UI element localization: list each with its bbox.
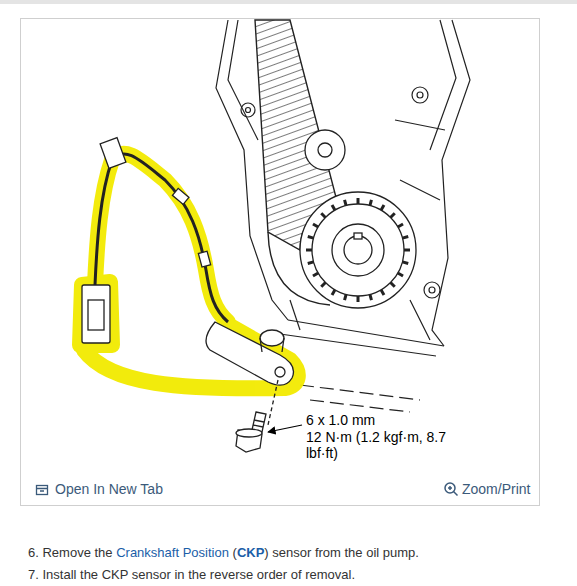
figure-frame	[21, 19, 540, 506]
drawing-stroke	[80, 282, 112, 345]
drawing-stroke	[198, 251, 210, 267]
drawing-stroke	[288, 320, 444, 346]
crank-sprocket	[300, 192, 416, 308]
drawing-stroke	[448, 486, 458, 496]
drawing-stroke	[241, 103, 255, 117]
drawing-stroke	[260, 330, 284, 346]
drawing-stroke	[308, 262, 314, 264]
drawing-stroke	[275, 367, 285, 377]
drawing-stroke	[321, 283, 325, 287]
drawing-stroke	[424, 282, 440, 298]
drawing-stroke	[260, 338, 284, 352]
link-text: CKP	[237, 545, 264, 560]
drawing-stroke	[305, 130, 345, 170]
drawing-stroke	[313, 224, 318, 227]
drawing-stroke	[354, 233, 362, 239]
link-text: Open In New Tab	[55, 481, 163, 497]
drawing-stroke	[332, 224, 384, 276]
drawing-stroke	[429, 287, 435, 293]
open-tab-icon	[37, 486, 48, 495]
drawing-stroke	[345, 294, 347, 300]
drawing-stroke	[253, 420, 264, 427]
drawing-stroke	[37, 486, 48, 495]
drawing-stroke	[306, 198, 410, 302]
drawing-stroke	[246, 108, 251, 113]
drawing-stroke	[404, 249, 410, 252]
drawing-stroke	[432, 20, 470, 346]
drawing-stroke	[430, 20, 456, 150]
drawing-stroke	[308, 237, 314, 239]
drawing-stroke	[300, 385, 420, 412]
drawing-stroke	[412, 87, 428, 103]
torque-spec: 12 N·m (1.2 kgf·m, 8.7 lbf·ft)	[306, 429, 456, 461]
drawing-stroke	[100, 138, 126, 169]
ckp-sensor	[82, 138, 294, 385]
step-text: ) sensor from the oil pump.	[264, 545, 419, 560]
drawing-stroke	[280, 334, 436, 356]
drawing-stroke	[370, 200, 372, 206]
step-text: 6. Remove the	[28, 545, 113, 560]
drawing-stroke	[381, 290, 384, 295]
drawing-stroke	[391, 213, 395, 217]
top-bar	[0, 0, 577, 4]
bolt	[236, 380, 278, 452]
step-text: (	[233, 545, 237, 560]
link-text: Zoom/Print	[462, 481, 530, 497]
step-line: 6. Remove theCrankshaft Position (CKP) se…	[28, 545, 419, 560]
drawing-stroke	[88, 300, 104, 330]
sensor-highlight	[80, 154, 298, 388]
step-text: 7. Install the CKP sensor in the reverse…	[28, 567, 355, 582]
leader-line	[268, 425, 302, 432]
drawing-stroke	[381, 205, 384, 210]
drawing-stroke	[95, 154, 228, 322]
drawing-stroke	[345, 200, 347, 206]
bolt-size: 6 x 1.0 mm	[306, 412, 375, 428]
drawing-stroke	[357, 198, 360, 204]
drawing-stroke	[228, 20, 258, 140]
link-text: Crankshaft Position	[116, 545, 229, 560]
drawing-stroke	[312, 204, 404, 296]
drawing-stroke	[321, 213, 325, 217]
drawing-stroke	[417, 92, 423, 98]
drawing-stroke	[268, 380, 278, 425]
drawing-stroke	[398, 273, 403, 276]
drawing-stroke	[332, 290, 335, 295]
drawing-stroke	[290, 300, 300, 330]
idler-pulley	[305, 130, 345, 170]
step-line: 7. Install the CKP sensor in the reverse…	[28, 567, 355, 582]
drawing-stroke	[236, 429, 262, 437]
drawing-stroke	[370, 294, 372, 300]
drawing-stroke	[344, 236, 372, 264]
drawing-stroke	[306, 249, 312, 252]
drawing-stroke	[391, 283, 395, 287]
drawing-stroke	[357, 296, 360, 302]
drawing-stroke	[398, 224, 403, 227]
drawing-stroke	[82, 285, 110, 343]
drawing-stroke	[318, 143, 332, 157]
drawing-stroke	[402, 237, 408, 239]
zoom-icon	[445, 483, 458, 496]
drawing-stroke	[402, 262, 408, 264]
drawing-stroke	[300, 192, 416, 308]
drawing-stroke	[313, 273, 318, 276]
drawing-stroke	[332, 205, 335, 210]
drawing-stroke	[37, 489, 48, 492]
drawing-stroke	[206, 322, 294, 385]
drawing-stroke	[236, 430, 262, 452]
drawing-stroke	[172, 188, 189, 204]
